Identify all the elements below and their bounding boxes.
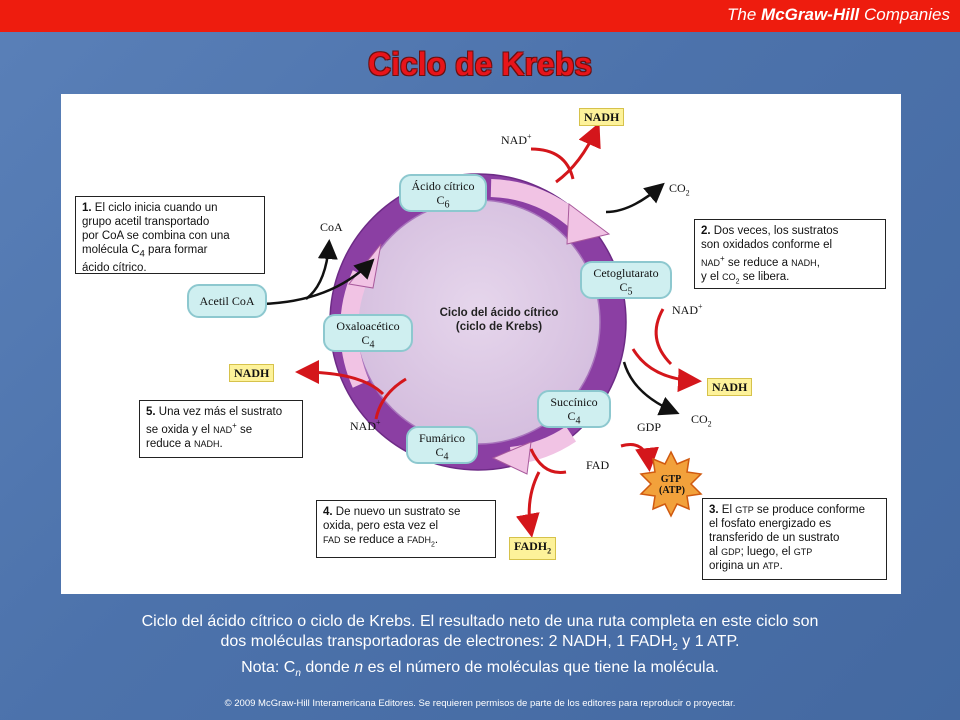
cycle-graphic	[260, 122, 703, 538]
arrow-nad-top	[530, 147, 575, 180]
label-gtp: GTP (ATP)	[659, 474, 685, 496]
arrow-coa	[305, 239, 338, 300]
label-coa: CoA	[320, 220, 343, 234]
molecule-fumarico: Fumárico C4	[406, 426, 478, 464]
note-step-3: 3. El GTP se produce conforme el fosfato…	[702, 498, 887, 580]
label-nad-top: NAD+	[501, 132, 532, 147]
note-step-4: 4. De nuevo un sustrato se oxida, pero e…	[316, 500, 496, 558]
arrow-fad	[529, 448, 567, 475]
gtp-starburst	[639, 450, 703, 518]
arrow-nad-right	[654, 308, 673, 366]
brand-logo: The McGraw-Hill Companies	[727, 5, 950, 24]
label-gdp: GDP	[637, 420, 662, 434]
label-fadh2: FADH2	[509, 537, 557, 561]
molecule-citrico: Ácido cítrico C6	[399, 174, 487, 212]
note-step-5: 5. Una vez más el sustrato se oxida y el…	[139, 400, 303, 458]
label-nadh-left: NADH	[229, 364, 275, 382]
header-bar: The McGraw-Hill Companies	[0, 0, 960, 32]
label-fad: FAD	[586, 458, 610, 472]
copyright-footer: © 2009 McGraw-Hill Interamericana Editor…	[224, 698, 736, 709]
molecule-cetoglutarato: Cetoglutarato C5	[580, 261, 672, 299]
arrow-acetil	[260, 258, 375, 306]
label-nadh-right: NADH	[707, 378, 753, 396]
note-step-2: 2. Dos veces, los sustratos son oxidados…	[694, 219, 886, 289]
label-nadh-top: NADH	[579, 108, 625, 126]
label-nad-left: NAD+	[350, 418, 381, 433]
arrow-co2-right	[622, 361, 680, 416]
molecule-oxaloacetico: Oxaloacético C4	[323, 314, 413, 352]
label-co2-right: CO2	[691, 412, 712, 429]
arrow-gdp	[620, 443, 659, 472]
label-nad-right: NAD+	[672, 302, 703, 317]
label-co2-top: CO2	[669, 181, 690, 198]
note-step-1: 1. El ciclo inicia cuando un grupo aceti…	[75, 196, 265, 274]
molecule-succinico: Succínico C4	[537, 390, 611, 428]
arrow-co2-top	[605, 182, 665, 214]
cycle-center-label: Ciclo del ácido cítrico (ciclo de Krebs)	[439, 307, 559, 333]
molecule-acetil-coa: Acetil CoA	[187, 284, 267, 318]
arrow-nad-left	[374, 377, 407, 420]
slide-caption: Ciclo del ácido cítrico o ciclo de Krebs…	[141, 613, 819, 680]
slide-title: Ciclo de Krebs	[367, 46, 593, 82]
krebs-diagram: Ciclo del ácido cítrico (ciclo de Krebs)…	[61, 94, 901, 594]
